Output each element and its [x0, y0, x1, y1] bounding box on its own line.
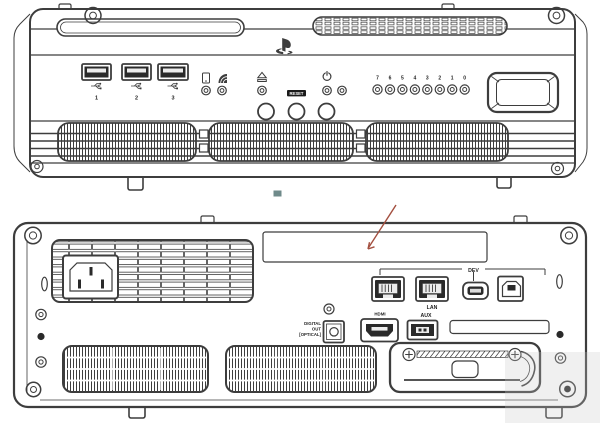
led-number: 1 — [451, 76, 454, 82]
side-face-right — [574, 13, 588, 173]
status-leds — [372, 84, 470, 95]
eject-button — [257, 102, 275, 121]
led-number: 0 — [463, 76, 466, 82]
playstation-logo-icon — [276, 38, 293, 55]
panel-screw — [323, 303, 335, 315]
lan-label: LAN — [427, 305, 438, 311]
corner-screw — [560, 226, 578, 245]
hdd-icon — [202, 72, 210, 84]
side-cutout — [556, 274, 563, 289]
rj45-port-1 — [371, 276, 405, 302]
usb-port-2 — [121, 63, 152, 81]
standby-led — [337, 85, 347, 96]
led-number: 5 — [401, 76, 404, 82]
hdd-led — [201, 85, 211, 96]
led-number: 6 — [389, 76, 392, 82]
callout-arrow — [367, 204, 397, 250]
corner-screw — [547, 6, 566, 25]
reset-label-plate — [287, 90, 306, 97]
rear-panel-view: DEV LAN — [12, 204, 600, 423]
panel-screw — [35, 308, 47, 321]
dev-bracket: DEV — [379, 268, 546, 281]
usb-port-label: 2 — [135, 96, 138, 102]
power-control — [317, 71, 347, 121]
hdd-screw — [508, 347, 522, 362]
aux-label: AUX — [421, 313, 432, 319]
panel-dot — [556, 330, 564, 339]
usb-port-label: 3 — [171, 96, 174, 102]
corner-screw — [558, 380, 577, 398]
side-face-left — [13, 13, 31, 173]
svg-text:OUT: OUT — [312, 327, 321, 332]
network-icon — [218, 74, 228, 84]
blank-slot-plate — [449, 319, 550, 335]
corner-screw — [84, 6, 102, 25]
eject-control — [256, 71, 275, 121]
power-icon — [322, 71, 332, 82]
ac-inlet — [62, 254, 119, 300]
usb-b-port — [497, 275, 524, 302]
bottom-vent-grille — [365, 122, 509, 162]
corner-screw — [24, 226, 42, 245]
hdd-bay — [388, 341, 542, 394]
usb-port-3 — [157, 63, 189, 81]
blank-cover-plate — [262, 231, 488, 263]
rear-bottom-vents — [62, 345, 377, 393]
usb-port-1 — [81, 63, 112, 81]
hdmi-port — [360, 318, 399, 343]
corner-screw — [550, 161, 565, 176]
top-vent-grille — [312, 16, 508, 36]
panel-screw — [35, 356, 47, 368]
disc-slot — [56, 18, 245, 37]
dev-label: DEV — [468, 268, 479, 274]
bottom-vent-grille — [208, 122, 354, 162]
hdd-handle — [451, 360, 479, 379]
power-led — [322, 85, 332, 96]
led-number: 3 — [426, 76, 429, 82]
corner-screw — [30, 159, 44, 174]
usb-icon — [131, 82, 142, 90]
reset-control: RESET — [287, 90, 306, 121]
led-number: 2 — [438, 76, 441, 82]
eject-icon — [256, 71, 268, 82]
optical-out-port — [322, 320, 345, 344]
usb-port-label: 1 — [95, 96, 98, 102]
led-number: 4 — [414, 76, 417, 82]
network-led — [217, 85, 227, 96]
corner-screw — [25, 381, 42, 398]
svg-text:DIGITAL: DIGITAL — [304, 321, 321, 326]
usb-icon — [91, 82, 102, 90]
bottom-vent-grille — [57, 122, 197, 162]
aux-port — [406, 319, 439, 341]
rj45-port-lan — [415, 276, 449, 302]
reset-label: RESET — [290, 91, 304, 96]
hdd-indicator — [201, 72, 211, 96]
digital-out-label: DIGITAL OUT [OPTICAL] — [299, 321, 321, 337]
power-button — [317, 102, 336, 121]
hdmi-label: HDMI — [374, 312, 385, 317]
reset-button — [287, 102, 306, 121]
dev-usb-port — [462, 281, 489, 300]
eject-led — [257, 85, 267, 96]
hdd-pull-tab — [520, 350, 536, 387]
panel-screw — [554, 352, 567, 364]
marker-square — [273, 190, 282, 197]
usb-icon — [167, 82, 178, 90]
status-led-block: 7 6 5 4 3 2 1 0 — [372, 76, 470, 95]
panel-dot — [37, 332, 45, 341]
svg-text:[OPTICAL]: [OPTICAL] — [299, 332, 321, 337]
side-cutout — [41, 276, 48, 292]
network-indicator — [217, 74, 228, 96]
hdd-screw — [402, 347, 416, 362]
watermark — [505, 352, 600, 423]
front-panel-view: 1 2 3 — [13, 3, 588, 197]
front-vent-grilles — [31, 122, 574, 162]
led-number: 7 — [376, 76, 379, 82]
front-blank-plate — [486, 71, 560, 114]
